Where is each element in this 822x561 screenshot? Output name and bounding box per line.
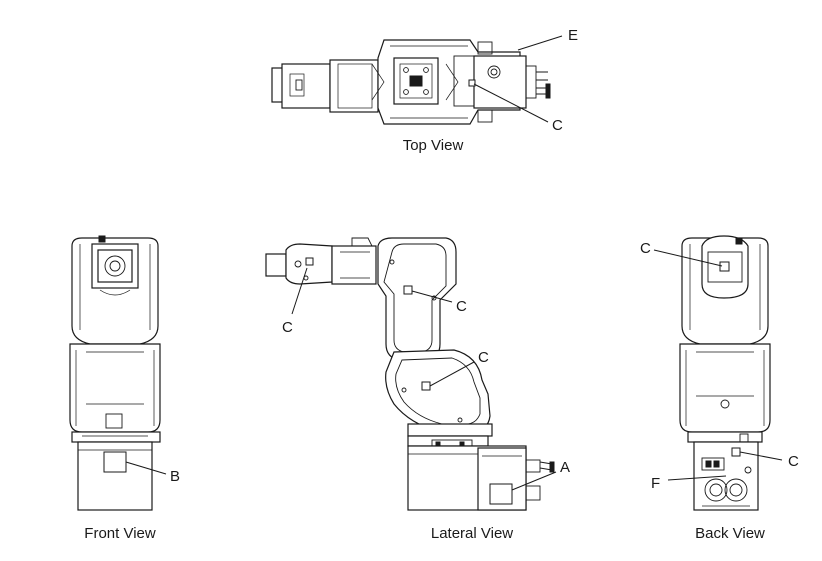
label-top-view: Top View [403, 137, 464, 154]
label-front-view: Front View [84, 525, 156, 542]
front-view-callouts: B [125, 461, 180, 485]
callout-f: F [651, 475, 660, 492]
callout-e: E [568, 27, 578, 44]
label-back-view: Back View [695, 525, 765, 542]
label-lateral-view: Lateral View [431, 525, 513, 542]
callout-c-lateral-1: C [282, 319, 293, 336]
back-view-drawing [679, 235, 771, 511]
callout-c-back-1: C [640, 240, 651, 257]
callout-a: A [560, 459, 570, 476]
back-view-callouts: C C F [640, 240, 799, 492]
callout-b: B [170, 468, 180, 485]
callout-c-back-2: C [788, 453, 799, 470]
top-view-drawing [271, 39, 551, 125]
callout-c-lateral-2: C [456, 298, 467, 315]
callout-c-lateral-3: C [478, 349, 489, 366]
lateral-view-drawing [265, 237, 555, 511]
callout-c-top: C [552, 117, 563, 134]
top-view-callouts: E C [473, 27, 578, 134]
lateral-view-callouts: C C C A [282, 267, 570, 491]
front-view-drawing [69, 235, 161, 511]
